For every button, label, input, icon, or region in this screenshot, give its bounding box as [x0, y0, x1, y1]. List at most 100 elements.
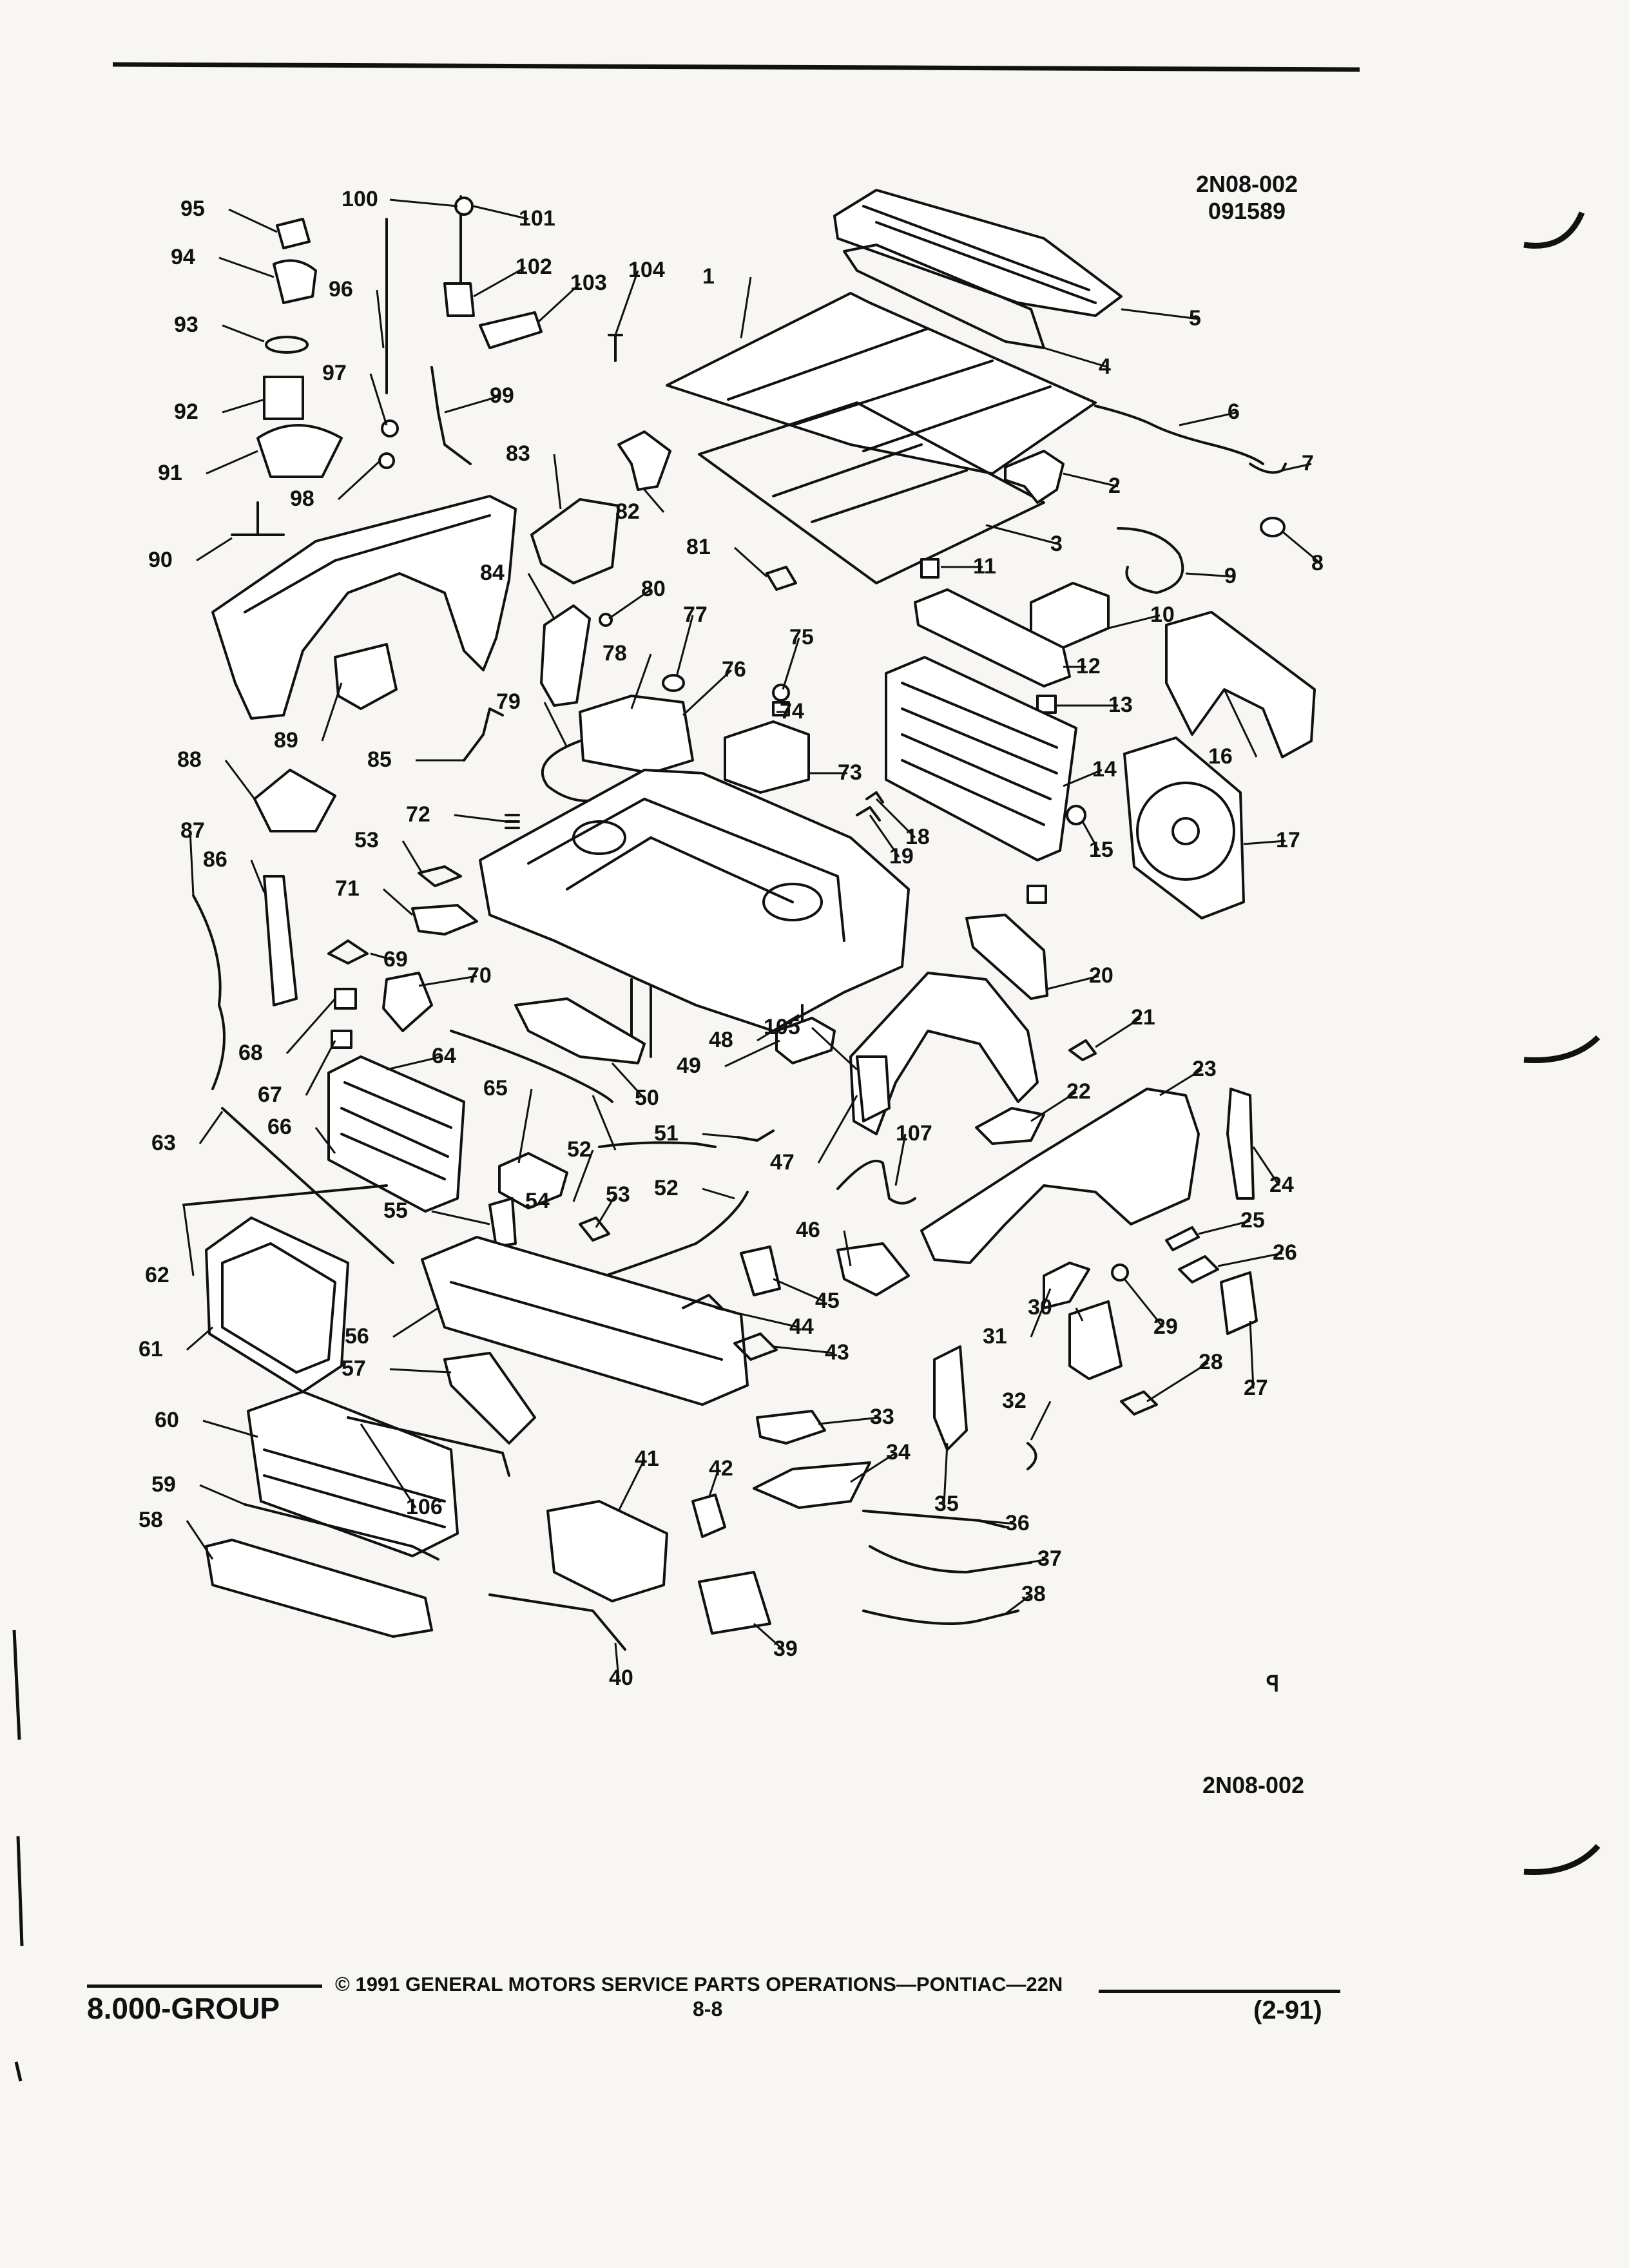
- callout-clip-18: 18: [905, 825, 930, 849]
- leader-line-45: [773, 1278, 825, 1303]
- leader-line-104: [614, 270, 639, 336]
- leader-line-5: [1121, 308, 1199, 320]
- leader-line-54: [572, 1149, 594, 1202]
- air-intake-hose: [1117, 527, 1184, 594]
- callout-bracket-22: 22: [1066, 1079, 1091, 1104]
- footer-rule-right: [1099, 1990, 1340, 1993]
- header-ref-block: 2N08-002 091589: [1182, 171, 1311, 225]
- engine-compartment-frame: [479, 769, 910, 1058]
- callout-impact-bar: 56: [345, 1324, 369, 1349]
- clip-67: [331, 1030, 352, 1049]
- footer-copyright: © 1991 GENERAL MOTORS SERVICE PARTS OPER…: [335, 1973, 1063, 1995]
- callout-cap-74: 74: [780, 699, 804, 724]
- footer-rule-left: [87, 1984, 322, 1988]
- fan-shroud: [1165, 611, 1316, 758]
- leader-line-53b: [595, 1195, 617, 1228]
- callout-molding-38: 38: [1021, 1582, 1046, 1606]
- bar-106: [347, 1416, 510, 1477]
- callout-spoiler-58: 58: [139, 1508, 163, 1532]
- callout-hood-latch: 82: [615, 499, 640, 524]
- leader-line-34: [850, 1452, 896, 1483]
- leader-line-70: [418, 975, 477, 987]
- bracket-68: [334, 988, 357, 1010]
- leader-line-75: [782, 637, 800, 690]
- leader-line-24: [1252, 1146, 1280, 1186]
- hood-hinge: [1004, 450, 1065, 504]
- callout-cowl-vent-grille: 5: [1189, 306, 1201, 331]
- leader-line-107: [894, 1133, 907, 1186]
- hood-seal: [1094, 405, 1264, 465]
- lamp-42: [691, 1494, 726, 1538]
- leader-line-83: [553, 454, 562, 510]
- leader-line-6: [1179, 411, 1238, 427]
- socket-29: [1111, 1264, 1129, 1282]
- callout-seal-end: 7: [1302, 451, 1314, 476]
- leader-line-56: [392, 1307, 439, 1338]
- filler-24: [1226, 1088, 1255, 1200]
- callout-spring-72: 72: [406, 802, 430, 827]
- leader-line-97: [369, 373, 388, 426]
- leader-line-19: [869, 814, 900, 858]
- callout-hood-hinge: 2: [1108, 474, 1121, 498]
- leader-line-21: [1095, 1017, 1141, 1048]
- callout-clip-67: 67: [258, 1082, 282, 1107]
- callout-grille: 61: [139, 1337, 163, 1361]
- cable-52: [450, 1030, 613, 1103]
- callout-pump-78: 78: [602, 641, 627, 666]
- callout-rod-62: 62: [145, 1263, 169, 1287]
- rod-99: [430, 366, 472, 465]
- callout-mount-91: 91: [158, 461, 182, 485]
- leader-line-81: [733, 546, 768, 578]
- callout-condenser: 64: [432, 1044, 456, 1068]
- figure-ref: 2N08-002: [1202, 1772, 1305, 1798]
- callout-insulator-13: 13: [1108, 693, 1133, 717]
- leader-line-18: [875, 798, 916, 839]
- wheelhouse-panel: [849, 972, 1039, 1135]
- callout-bracket-70: 70: [467, 963, 492, 988]
- leader-line-99: [444, 395, 500, 414]
- leader-line-25: [1198, 1220, 1251, 1235]
- leader-line-57: [389, 1368, 452, 1374]
- callout-bracket-103: 103: [570, 271, 607, 295]
- leader-line-38: [1005, 1593, 1032, 1615]
- cooling-fan: [1123, 736, 1245, 919]
- leader-line-72: [454, 814, 506, 823]
- clip-95: [276, 218, 311, 249]
- callout-grommet-97: 97: [322, 361, 347, 385]
- leader-line-47: [817, 1095, 858, 1164]
- leader-line-102: [473, 266, 526, 298]
- callout-strip-59: 59: [151, 1472, 176, 1497]
- canister-92: [263, 376, 304, 420]
- callout-radiator-upper-mount: 12: [1076, 654, 1101, 678]
- clip-69: [327, 939, 369, 965]
- leader-line-33: [818, 1416, 880, 1425]
- callout-bracket-46: 46: [796, 1218, 820, 1242]
- bracket-43: [733, 1332, 778, 1361]
- leader-line-105: [811, 1026, 858, 1071]
- callout-nut-101: 101: [519, 206, 555, 231]
- callout-bracket-57: 57: [342, 1356, 366, 1381]
- clip-18: [865, 791, 884, 803]
- header-ref-code: 2N08-002: [1195, 171, 1298, 197]
- leader-line-58: [186, 1520, 214, 1560]
- leader-line-96: [376, 289, 385, 349]
- leader-line-55: [431, 1210, 490, 1225]
- leader-line-7: [1282, 463, 1312, 472]
- cable-54: [598, 1141, 717, 1148]
- bracket-30: [1068, 1300, 1123, 1380]
- leader-line-35: [943, 1443, 949, 1505]
- leader-line-52: [592, 1095, 617, 1151]
- callout-clamp-93: 93: [174, 312, 198, 337]
- callout-clip-81: 81: [686, 535, 711, 559]
- footer-page: 8-8: [693, 1997, 723, 2021]
- leader-line-27: [1249, 1320, 1255, 1389]
- callout-molding-37: 37: [1037, 1546, 1062, 1571]
- hood-panel: [666, 292, 1097, 475]
- leader-line-77: [675, 615, 694, 677]
- cover-71: [411, 904, 478, 936]
- baffle-35: [933, 1345, 968, 1451]
- callout-bar-106: 106: [406, 1495, 443, 1519]
- leader-line-94: [218, 256, 275, 278]
- callout-air-intake-hose: 9: [1224, 564, 1237, 588]
- leader-line-22: [1030, 1091, 1077, 1122]
